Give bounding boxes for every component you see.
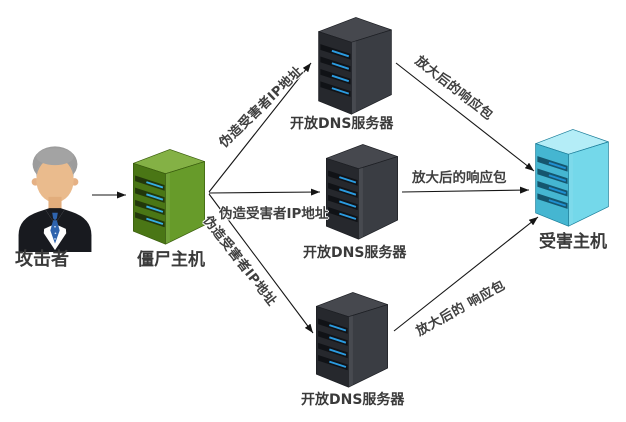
- dns-server-bot-icon: [312, 288, 392, 389]
- node-label-dns-server-bot: 开放DNS服务器: [301, 392, 405, 408]
- dns-server-top-icon: [314, 13, 396, 116]
- victim-server-icon: [531, 125, 613, 228]
- node-label-attacker: 攻击者: [15, 249, 69, 270]
- edge-label-spoofed-ip-mid: 伪造受害者IP地址: [219, 206, 329, 222]
- edge-amplified-mid: [401, 186, 530, 194]
- node-label-zombie-host: 僵尸主机: [137, 250, 205, 270]
- dns-server-mid-icon: [322, 140, 402, 241]
- node-label-victim-host: 受害主机: [539, 232, 607, 252]
- edge-spoofed-ip-mid: [208, 188, 321, 196]
- node-label-dns-server-top: 开放DNS服务器: [290, 116, 394, 132]
- attacker-avatar-icon: [12, 138, 98, 252]
- edge-amplified-bot: [393, 216, 539, 332]
- zombie-server-icon: [129, 145, 209, 246]
- edge-label-amplified-mid: 放大后的响应包: [412, 170, 507, 186]
- node-label-dns-server-mid: 开放DNS服务器: [303, 245, 407, 261]
- edge-amplified-top: [395, 62, 535, 172]
- edge-spoofed-ip-top: [208, 62, 312, 193]
- edge-spoofed-ip-bot: [208, 193, 314, 334]
